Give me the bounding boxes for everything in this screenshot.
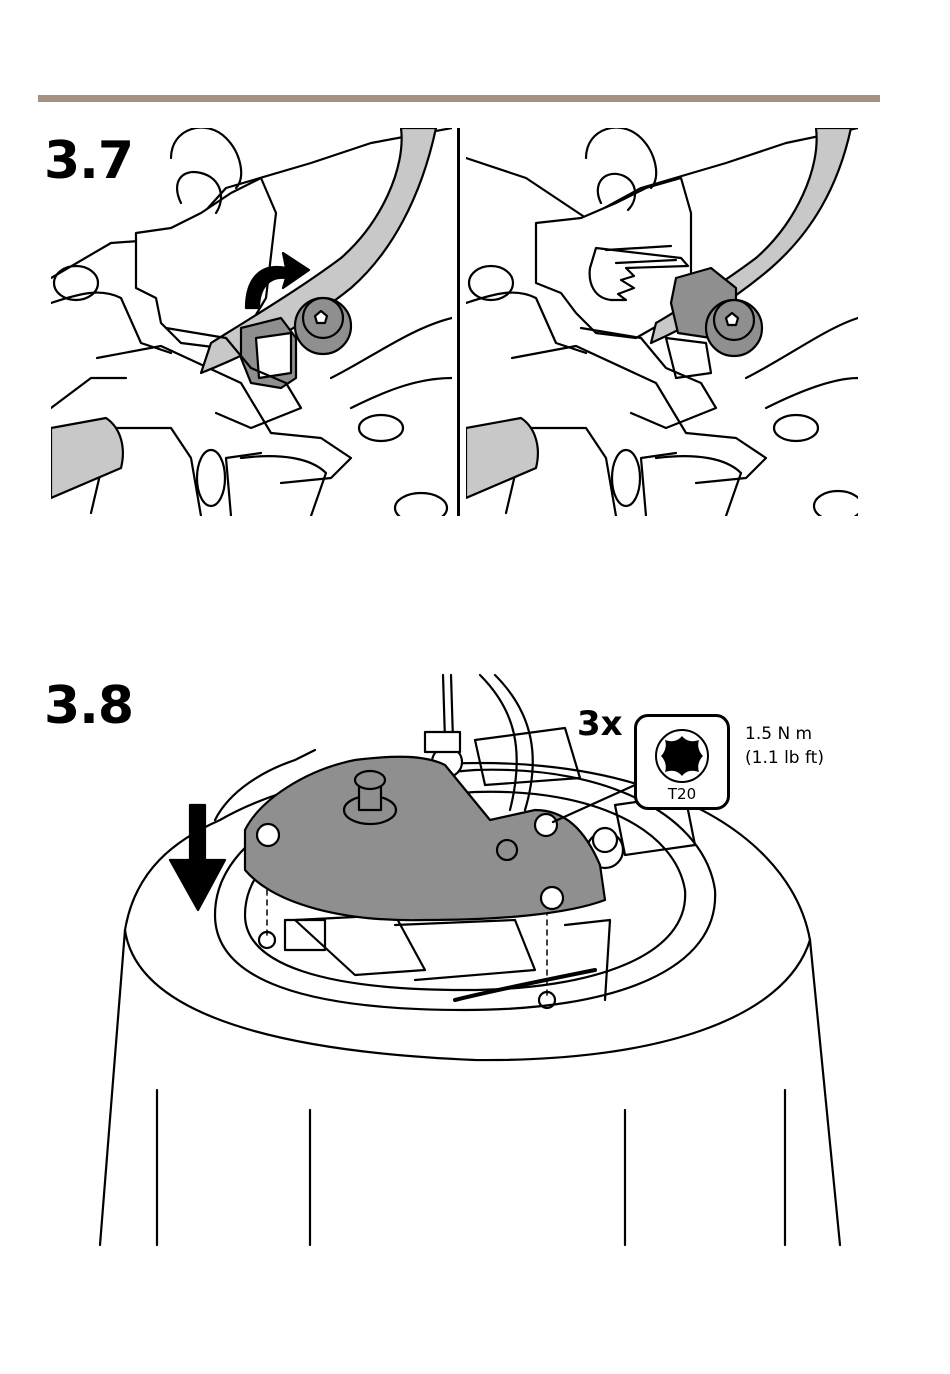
- tool-label: T20: [637, 785, 727, 803]
- torx-bit-icon: [637, 720, 727, 790]
- torque-spec: 1.5 N m (1.1 lb ft): [745, 722, 824, 770]
- header-rule: [38, 95, 880, 102]
- panel-divider: [457, 128, 460, 516]
- step-3-7-illustration-after: [466, 128, 858, 516]
- tool-callout: T20: [634, 714, 730, 810]
- torque-metric: 1.5 N m: [745, 722, 824, 746]
- torque-imperial: (1.1 lb ft): [745, 746, 824, 770]
- screw-quantity: 3x: [577, 707, 623, 741]
- step-3-7-illustration-before: [51, 128, 452, 516]
